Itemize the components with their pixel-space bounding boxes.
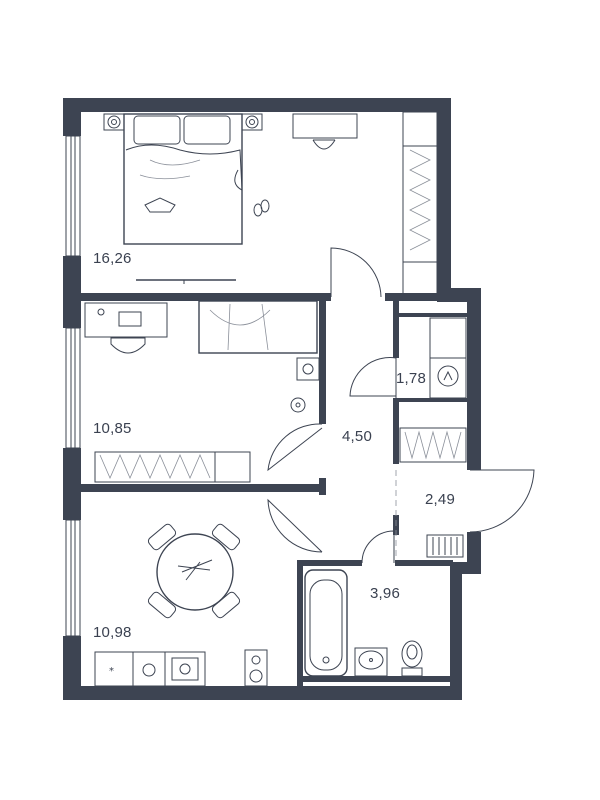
kitchen-furniture: *: [94, 523, 268, 687]
door-kitchen: [267, 498, 323, 553]
tv-icon: [136, 279, 236, 284]
kids-room-furniture: [84, 300, 320, 483]
door-wardrobe: [469, 469, 535, 533]
ball-icon: [290, 397, 306, 413]
window-bedroom: [65, 135, 81, 257]
kitchen-counter-icon: *: [94, 651, 206, 687]
area-label-bedroom: 16,26: [93, 250, 132, 267]
area-label-hallway: 4,50: [342, 428, 372, 445]
dining-table-icon: [156, 533, 234, 611]
wardrobe-fixtures: [399, 427, 467, 558]
door-bathroom: [361, 530, 395, 564]
door-bedroom: [330, 247, 382, 298]
hanger-rack-icon: [399, 427, 467, 463]
window-kitchen: [65, 519, 81, 637]
bathtub-icon: [304, 569, 348, 677]
desk-chair-icon: [292, 113, 358, 150]
doors: [267, 247, 535, 564]
chair-icon: [147, 523, 241, 619]
stove-icon: [244, 649, 268, 687]
area-label-wardrobe: 2,49: [425, 491, 455, 508]
bookshelf-icon: [94, 451, 251, 483]
bathroom-fixtures: [304, 569, 423, 677]
bed-icon: [123, 113, 243, 245]
windows: [65, 135, 81, 637]
door-storage: [349, 357, 397, 398]
interior-walls: [81, 293, 469, 690]
shoe-rack-icon: [426, 534, 464, 558]
bedroom-furniture: [103, 111, 438, 295]
slippers-icon: [253, 199, 270, 217]
washing-machine-icon: [429, 357, 467, 399]
wardrobe-icon: [402, 111, 438, 295]
svg-text:*: *: [109, 666, 114, 677]
bed-icon: [198, 300, 320, 381]
area-label-kids-room: 10,85: [93, 420, 132, 437]
storage-fixtures: [429, 317, 467, 399]
area-label-bathroom: 3,96: [370, 585, 400, 602]
desk-icon: [84, 302, 168, 354]
toilet-icon: [401, 640, 423, 677]
exterior-walls: [63, 98, 481, 700]
nightstand-lamp-icon: [103, 113, 263, 131]
window-kids-room: [65, 327, 81, 449]
door-kids-room: [267, 423, 323, 472]
sink-icon: [354, 647, 388, 677]
area-label-kitchen-living: 10,98: [93, 624, 132, 641]
area-label-storage: 1,78: [396, 370, 426, 387]
